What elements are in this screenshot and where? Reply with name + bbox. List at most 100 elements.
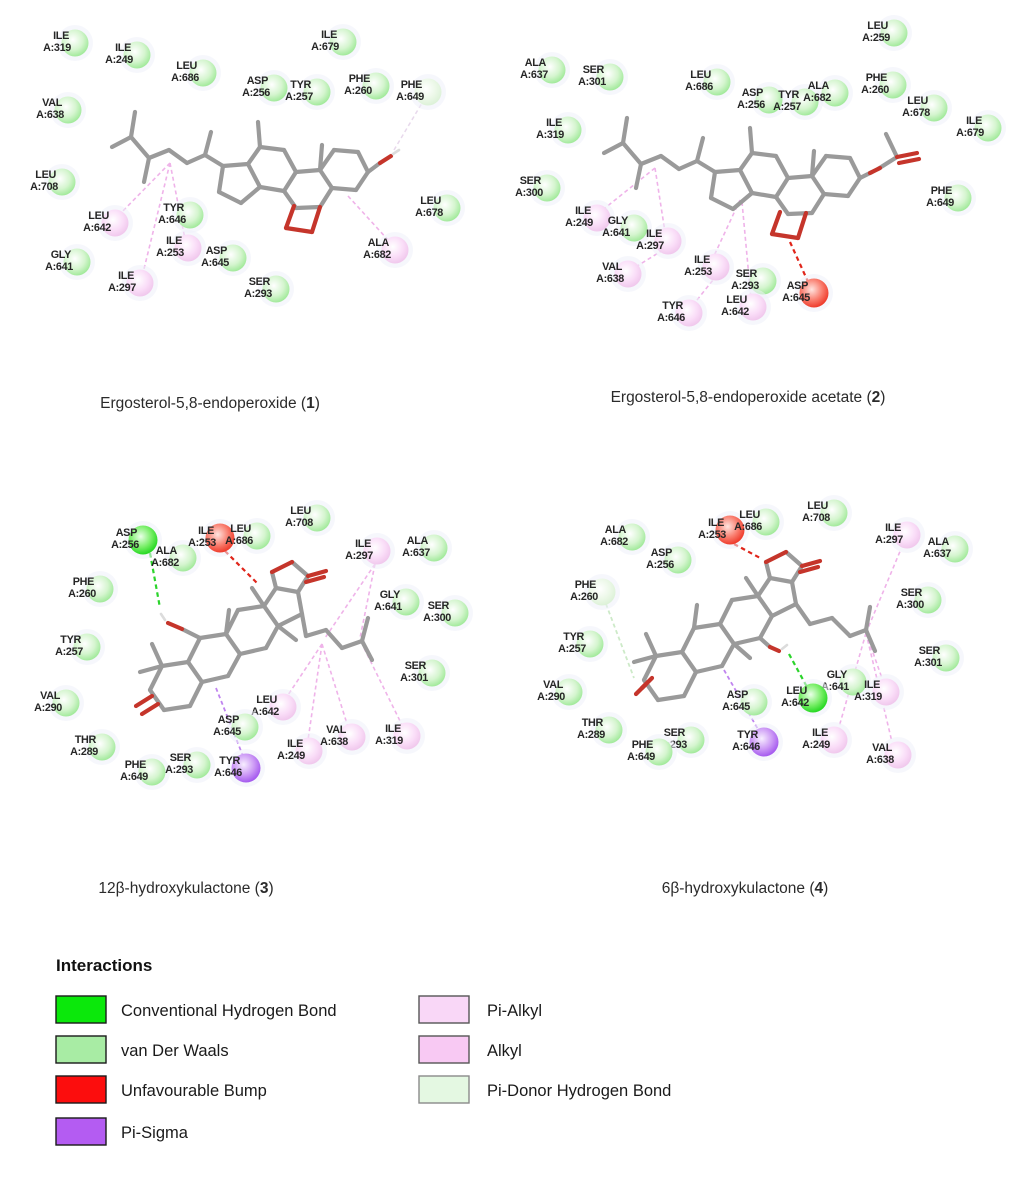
bond [785, 173, 815, 181]
ligand-structure [601, 115, 922, 241]
residue-chain-label: A:682 [151, 557, 179, 569]
residue-name-label: ASP [787, 280, 808, 292]
residue-name-label: VAL [543, 679, 564, 691]
residue-name-label: ILE [708, 517, 724, 529]
residue-name-label: LEU [907, 95, 928, 107]
interaction-line-alkyl [741, 201, 752, 300]
residue-name-label: LEU [176, 60, 197, 72]
bond [749, 150, 779, 159]
residue-name-label: LEU [420, 195, 441, 207]
bond [757, 613, 775, 641]
hetero-bond [377, 153, 394, 166]
bond [847, 627, 869, 639]
residue-circle-vdw [755, 86, 783, 114]
legend-title: Interactions [56, 956, 152, 975]
residue-circle-vdw [944, 184, 972, 212]
bond [275, 611, 305, 629]
residue-circle-vdw [219, 244, 247, 272]
residue-circle-vdw [941, 535, 969, 563]
bond [179, 626, 203, 641]
residue-name-label: ASP [206, 245, 227, 257]
hydrogen-atom [780, 643, 789, 651]
residue-circle-vdw [48, 168, 76, 196]
hetero-bond [769, 231, 801, 241]
residue-chain-label: A:256 [646, 559, 674, 571]
residue-chain-label: A:260 [570, 591, 598, 603]
residue-name-label: ILE [812, 727, 828, 739]
residue-chain-label: A:297 [345, 550, 373, 562]
residue-name-label: PHE [632, 739, 653, 751]
bond [658, 153, 682, 172]
residue-name-label: VAL [602, 261, 623, 273]
residue-name-label: PHE [73, 576, 94, 588]
residue-chain-label: A:708 [285, 517, 313, 529]
residue-name-label: ILE [118, 270, 134, 282]
interaction-line-pidonor [605, 603, 635, 679]
bond [643, 631, 659, 659]
caption-sep: ( [862, 389, 872, 406]
bond [731, 635, 763, 647]
bond [353, 169, 371, 193]
residue-circle-bump [799, 278, 829, 308]
residue-circle-alkyl [363, 537, 391, 565]
residue-chain-label: A:301 [914, 657, 942, 669]
residue-circle-alkyl [381, 236, 409, 264]
bond [829, 615, 853, 639]
bond [159, 659, 191, 669]
bond [223, 607, 232, 637]
residue-circle-vdw [73, 633, 101, 661]
residue-name-label: PHE [575, 579, 596, 591]
residue-name-label: LEU [230, 523, 251, 535]
interaction-line-bump [733, 543, 763, 560]
residue-name-label: LEU [290, 505, 311, 517]
bond [359, 638, 375, 663]
hetero-bond [269, 559, 295, 575]
bond [184, 152, 208, 166]
residue-name-label: ILE [575, 205, 591, 217]
residue-circle-vdw [879, 71, 907, 99]
panel-caption: 12β-hydroxykulactone (3) [98, 880, 273, 897]
bond [737, 167, 755, 196]
residue-circle-vdw [618, 523, 646, 551]
residue-chain-label: A:646 [158, 214, 186, 226]
panel-compound-4: ALAA:682ASPA:256ILEA:253LEUA:686LEUA:708… [537, 495, 973, 897]
bond [691, 621, 723, 631]
residue-circle-alkyl [338, 723, 366, 751]
residue-name-label: ILE [287, 738, 303, 750]
residue-name-label: TYR [563, 631, 584, 643]
residue-name-label: TYR [290, 79, 311, 91]
residue-name-label: LEU [739, 509, 760, 521]
residue-name-label: SER [520, 175, 542, 187]
residue-chain-label: A:679 [956, 127, 984, 139]
residue-name-label: ALA [156, 545, 178, 557]
residue-name-label: PHE [401, 79, 422, 91]
residue-chain-label: A:646 [214, 767, 242, 779]
hetero-bond [283, 225, 315, 235]
residue-circle-vdw [703, 68, 731, 96]
bond [109, 134, 134, 150]
residue-name-label: ALA [928, 536, 950, 548]
bond [216, 189, 244, 206]
residue-chain-label: A:637 [923, 548, 951, 560]
bond [773, 194, 791, 217]
residue-name-label: ASP [742, 87, 763, 99]
compound-name: 6β-hydroxykulactone [662, 880, 805, 897]
residue-name-label: TYR [219, 755, 240, 767]
residue-circle-vdw [441, 599, 469, 627]
bond [359, 615, 371, 644]
